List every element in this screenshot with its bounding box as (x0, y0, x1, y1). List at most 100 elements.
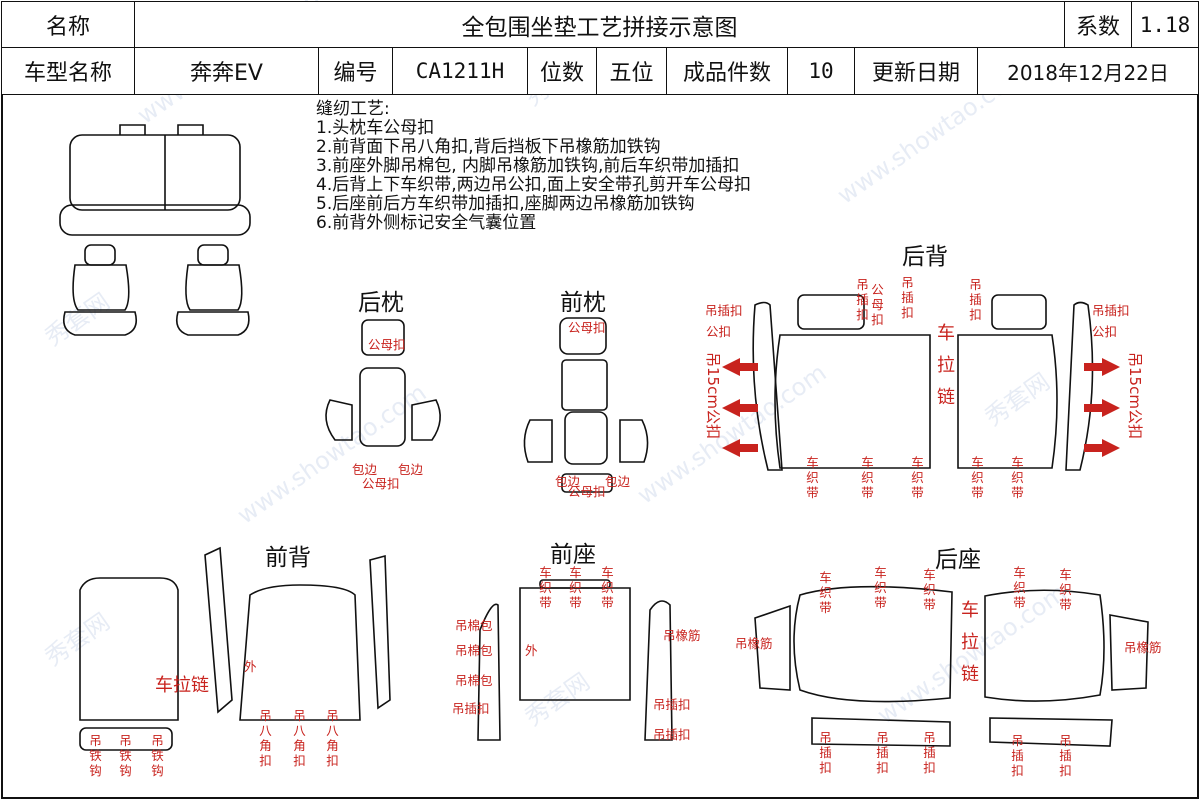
front-back-side-right (369, 554, 391, 710)
rear-seat-panel-right (984, 589, 1105, 702)
annotation: 吊插扣 (653, 697, 691, 712)
rear-headrest-side-left (325, 399, 353, 441)
annotation: 吊插扣 (1011, 733, 1024, 778)
annotation: 车织带 (819, 570, 832, 615)
annotation: 吊插扣 (653, 727, 691, 742)
rear-headrest-side-right (411, 399, 441, 441)
annotation: 吊铁钩 (119, 733, 132, 778)
rear-back-panel-right (957, 334, 1058, 469)
code-label: 编号 (318, 47, 393, 95)
arrow-right-icon (1084, 399, 1120, 417)
car-model-label: 车型名称 (1, 47, 135, 95)
annotation: 吊插扣 (856, 277, 869, 322)
annotation: 车织带 (971, 455, 984, 500)
annotation: 吊铁钩 (151, 733, 164, 778)
annotation: 公母扣 (568, 320, 606, 335)
code-value: CA1211H (392, 47, 528, 95)
pieces-label: 成品件数 (666, 47, 788, 95)
seats-label: 位数 (527, 47, 597, 95)
annotation: 吊八角扣 (326, 708, 339, 768)
section-front-seat: 前座 (550, 542, 596, 568)
annotation: 包边 (398, 462, 424, 477)
process-title: 缝纫工艺: (316, 99, 390, 119)
update-label: 更新日期 (854, 47, 978, 95)
annotation: 车拉链 (937, 323, 955, 408)
arrow-left-icon (722, 439, 758, 457)
rear-back-side-left (752, 301, 783, 471)
annotation: 吊插扣 (876, 730, 889, 775)
annotation: 吊棉包 (455, 673, 493, 688)
front-back-side-left (204, 546, 233, 714)
annotation: 吊插扣 (819, 730, 832, 775)
coef-label: 系数 (1064, 1, 1132, 48)
rear-seat-panel-left (793, 585, 953, 703)
annotation: 包边 (352, 462, 378, 477)
arrow-left-icon (722, 358, 758, 376)
arrow-right-icon (1084, 439, 1120, 457)
rear-back-top-right (991, 294, 1047, 330)
front-back-rear-panel (239, 584, 361, 721)
front-headrest-top-panel (559, 317, 607, 355)
section-rear-seat: 后座 (935, 547, 981, 573)
annotation: 公扣 (1092, 324, 1118, 339)
annotation: 车织带 (806, 455, 819, 500)
annotation: 吊插扣 (1092, 303, 1130, 318)
rear-seat-front-strip-right (989, 717, 1113, 747)
annotation: 车织带 (911, 455, 924, 500)
front-back-bottom-strip (79, 727, 173, 751)
annotation: 车织带 (1011, 455, 1024, 500)
annotation: 车织带 (539, 565, 552, 610)
front-headrest-side-left (523, 419, 553, 463)
section-rear-headrest: 后枕 (358, 290, 404, 316)
rear-back-panel-left (774, 334, 931, 469)
front-seat-side-left (477, 603, 501, 741)
annotation: 公母扣 (368, 337, 406, 352)
process-step: 6.前背外侧标记安全气囊位置 (316, 213, 537, 233)
rear-headrest-top-panel (361, 319, 405, 356)
section-front-headrest: 前枕 (560, 290, 606, 316)
rear-headrest-main-panel (359, 367, 406, 447)
rear-bench-thumbnail (59, 124, 251, 236)
annotation: 吊插扣 (705, 303, 743, 318)
front-headrest-bottom-strip (561, 473, 613, 493)
annotation: 公母扣 (362, 476, 400, 491)
coef-value: 1.18 (1131, 1, 1199, 48)
annotation: 吊铁钩 (89, 733, 102, 778)
annotation: 车拉链 (155, 675, 209, 696)
arrow-group (722, 358, 1120, 457)
annotation: 吊插扣 (1059, 733, 1072, 778)
annotation: 公母扣 (871, 282, 884, 327)
process-step: 1.头枕车公母扣 (316, 118, 435, 138)
annotation: 吊橡筋 (1124, 640, 1162, 655)
annotation: 吊棉包 (455, 618, 493, 633)
annotation: 公母扣 (568, 484, 606, 499)
rear-seat-side-right (1109, 614, 1149, 691)
annotation: 车织带 (1013, 565, 1026, 610)
rear-back-top-left (797, 294, 865, 330)
annotation: 吊15cm公扣 (1126, 352, 1144, 439)
rear-seat-front-strip-left (811, 717, 951, 747)
annotation: 吊橡筋 (735, 636, 773, 651)
process-step: 3.前座外脚吊棉包, 内脚吊橡筋加铁钩,前后车织带加插扣 (316, 156, 740, 176)
annotation: 吊棉包 (455, 643, 493, 658)
annotation: 吊插扣 (923, 730, 936, 775)
section-front-back: 前背 (265, 545, 311, 571)
annotation: 车织带 (861, 455, 874, 500)
seats-value: 五位 (596, 47, 667, 95)
annotation: 车织带 (569, 565, 582, 610)
annotation: 吊八角扣 (259, 708, 272, 768)
annotation: 包边 (605, 474, 631, 489)
annotation: 公扣 (706, 324, 732, 339)
section-rear-back: 后背 (902, 244, 948, 270)
front-seat-thumbnail-right (175, 244, 250, 336)
process-step: 5.后座前后方车织带加插扣,座脚两边吊橡筋加铁钩 (316, 194, 695, 214)
process-step: 4.后背上下车织带,两边吊公扣,面上安全带孔剪开车公母扣 (316, 175, 752, 195)
front-seat-side-right (644, 600, 673, 741)
annotation: 车拉链 (961, 600, 979, 685)
front-seat-thumbnail-left (62, 244, 138, 336)
front-headrest-side-right (619, 419, 649, 463)
front-headrest-main-panel (561, 359, 608, 411)
annotation: 包边 (555, 474, 581, 489)
front-back-front-panel (79, 577, 179, 721)
